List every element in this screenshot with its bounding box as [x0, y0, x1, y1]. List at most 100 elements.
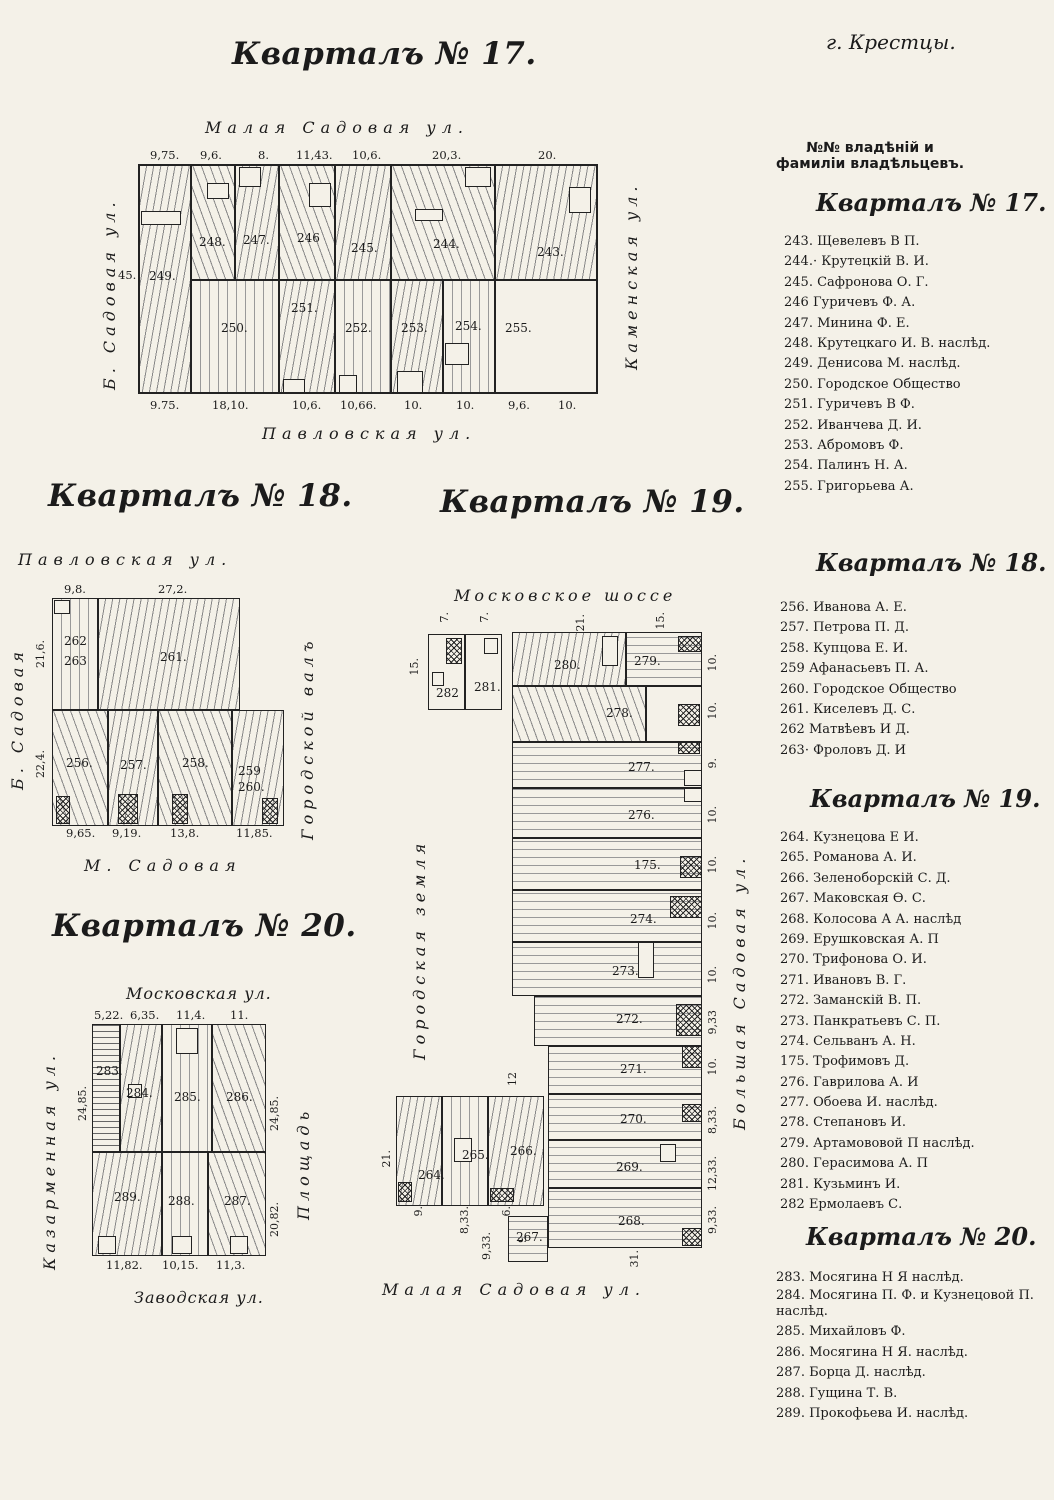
building	[454, 1138, 472, 1162]
owner-item: 263· Фроловъ Д. И	[780, 742, 906, 758]
q17-dim-left: 45.	[118, 268, 137, 282]
owner-item: 251. Гуричевъ В Ф.	[784, 397, 915, 413]
plot-number: 247.	[243, 233, 270, 247]
owner-item: 286. Мосягина Н Я. наслѣд.	[776, 1344, 968, 1360]
owner-item: 265. Романова А. И.	[780, 850, 917, 866]
q19-plot	[508, 1216, 548, 1262]
building	[682, 1104, 702, 1122]
q20-street-left: Казарменная ул.	[40, 1050, 59, 1270]
owner-item: 272. Заманскій В. П.	[780, 993, 922, 1009]
q18-dim-top: 27,2.	[158, 582, 188, 596]
owner-item: 274. Сельванъ А. Н.	[780, 1033, 916, 1049]
q20-dim-bottom: 11,3.	[216, 1258, 246, 1272]
building	[678, 742, 700, 754]
q17-dim-bottom: 10,6.	[292, 398, 322, 412]
q19-dim: 10.	[706, 1058, 719, 1076]
plot-number: 281.	[474, 680, 501, 694]
plot-number: 272.	[616, 1012, 643, 1026]
building	[283, 379, 305, 393]
owner-item: 273. Панкратьевъ С. П.	[780, 1013, 941, 1029]
building	[569, 187, 591, 213]
q17-dim-bottom: 10,66.	[340, 398, 377, 412]
plot-number: 276.	[628, 808, 655, 822]
q19-dim: 10.	[706, 806, 719, 824]
q20-street-right: Площадь	[294, 1106, 313, 1220]
owner-item: 288. Гущина Т. В.	[776, 1385, 898, 1401]
owner-item: 268. Колосова А А. наслѣд	[780, 911, 962, 927]
plot-number: 288.	[168, 1194, 195, 1208]
owners-header: №№ владѣній и фамиліи владѣльцевъ.	[775, 140, 965, 172]
plot-number: 246	[297, 231, 320, 245]
plot-number: 253.	[401, 321, 428, 335]
q20-dim-right: 20,82.	[268, 1202, 281, 1237]
q19-owners-list: 264. Кузнецова Е И. 265. Романова А. И. …	[780, 828, 975, 1215]
plot-number: 282	[436, 686, 459, 700]
building	[670, 896, 702, 918]
q20-block: 283. 284. 285. 286. 289. 288. 287.	[92, 1024, 266, 1256]
q17-dim-top: 10,6.	[352, 148, 382, 162]
plot-number: 252.	[345, 321, 372, 335]
building	[680, 856, 702, 878]
q19-plot	[548, 1046, 702, 1094]
q19-lower-block: 264. 265. 266. 267.	[396, 1096, 548, 1262]
q17-plot	[335, 165, 391, 280]
building	[309, 183, 331, 207]
q17-street-left: Б. Садовая ул.	[100, 197, 119, 390]
plot-number: 262	[64, 634, 87, 648]
plot-number: 259	[238, 764, 261, 778]
q20-dim-top: 11.	[230, 1008, 249, 1022]
q17-dim-top: 11,43.	[296, 148, 333, 162]
plot-number: 263	[64, 654, 87, 668]
q20-dim-top: 6,35.	[130, 1008, 160, 1022]
plot-number: 254.	[455, 319, 482, 333]
q18-dim-bottom: 9,19.	[112, 826, 142, 840]
owner-item: 264. Кузнецова Е И.	[780, 830, 919, 845]
q19-plot	[512, 942, 702, 996]
owner-item: 266. Зеленоборскій С. Д.	[780, 870, 951, 886]
q19-street-right: Большая Садовая ул.	[730, 853, 749, 1130]
building	[660, 1144, 676, 1162]
building	[638, 942, 654, 978]
q20-dim-right: 24,85.	[268, 1096, 281, 1131]
building	[678, 704, 700, 726]
plot-number: 175.	[634, 858, 661, 872]
q19-plot	[442, 1096, 488, 1206]
building	[682, 1046, 702, 1068]
q19-dim: 15.	[654, 612, 667, 630]
q19-small-block: 282 281.	[428, 634, 502, 710]
q17-dim-top: 9,75.	[150, 148, 180, 162]
q17-plot	[139, 165, 191, 393]
q17-plot	[335, 280, 391, 393]
q18-street-left: Б. Садовая	[8, 647, 27, 790]
owner-item: 280. Герасимова А. П	[780, 1156, 928, 1172]
building	[678, 636, 702, 652]
q19-plot	[512, 686, 646, 742]
building	[684, 770, 702, 786]
owner-item: 287. Борца Д. наслѣд.	[776, 1365, 926, 1381]
building	[141, 211, 181, 225]
q17-owners-title: Кварталъ № 17.	[816, 188, 1047, 217]
owner-item: 257. Петрова П. Д.	[780, 620, 909, 636]
plot-number: 274.	[630, 912, 657, 926]
plot-number: 250.	[221, 321, 248, 335]
q19-dim: 10.	[706, 702, 719, 720]
plot-number: 267.	[516, 1230, 543, 1244]
plot-number: 261.	[160, 650, 187, 664]
building	[207, 183, 229, 199]
owner-item: 175. Трофимовъ Д.	[780, 1054, 910, 1070]
building	[397, 371, 423, 393]
owner-item: 282 Ермолаевъ С.	[780, 1197, 903, 1213]
building	[239, 167, 261, 187]
owner-item: 249. Денисова М. наслѣд.	[784, 356, 961, 372]
q18-dim-left: 21,6.	[34, 640, 47, 668]
q18-dim-top: 9,8.	[64, 582, 86, 596]
plot-number: 271.	[620, 1062, 647, 1076]
building	[262, 798, 278, 824]
plot-number: 285.	[174, 1090, 201, 1104]
building	[339, 375, 357, 393]
plot-number: 244.	[433, 237, 460, 251]
q18-dim-bottom: 11,85.	[236, 826, 273, 840]
q19-plot	[646, 686, 702, 742]
q17-dim-bottom: 10.	[404, 398, 423, 412]
q19-plot	[512, 788, 702, 838]
